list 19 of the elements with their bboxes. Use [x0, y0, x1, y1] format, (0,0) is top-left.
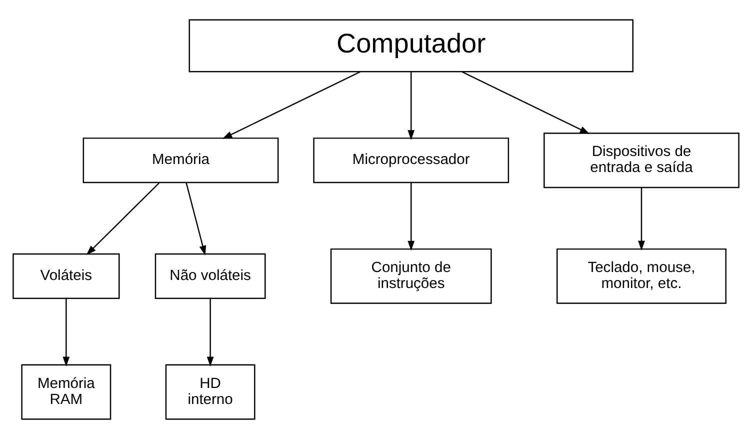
arrow — [638, 188, 645, 251]
arrow — [62, 298, 70, 367]
node-box: Teclado, mouse, monitor, etc. — [556, 248, 726, 304]
arrow — [408, 182, 415, 251]
node-box: Memória — [82, 138, 279, 184]
arrow — [86, 182, 160, 256]
arrow — [186, 182, 206, 256]
arrow — [462, 71, 590, 134]
node-box: Conjunto de instruções — [330, 248, 492, 304]
node-box: HD interno — [165, 364, 256, 420]
arrow — [222, 71, 360, 139]
node-box: Memória RAM — [21, 364, 112, 420]
node-box: Voláteis — [12, 253, 120, 299]
node-box: Computador — [188, 19, 634, 72]
node-box: Dispositivos de entrada e saída — [544, 132, 740, 188]
node-box: Não voláteis — [154, 253, 266, 299]
arrow — [206, 298, 214, 367]
arrow — [408, 72, 415, 140]
node-box: Microprocessador — [313, 138, 510, 184]
